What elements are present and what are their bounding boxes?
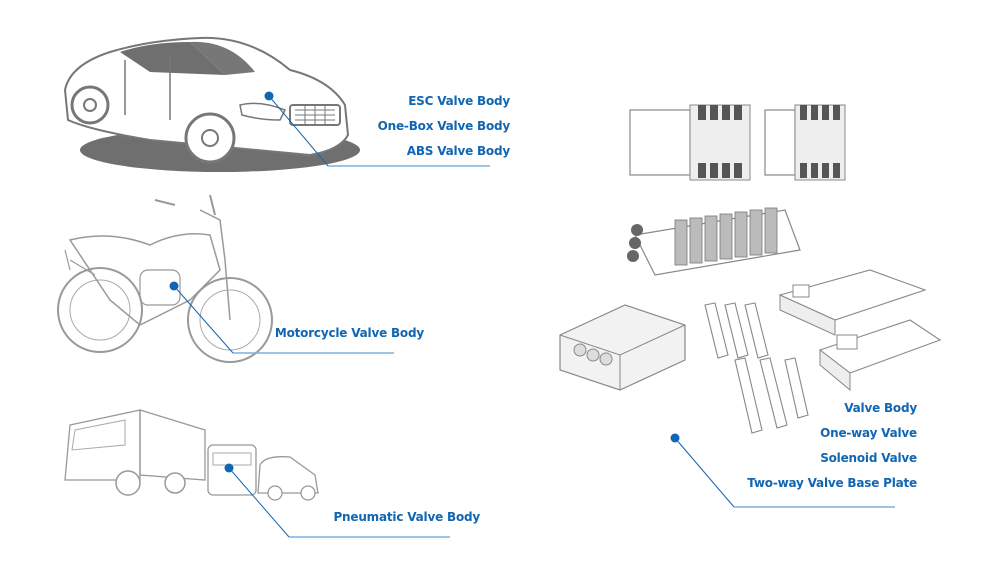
motorcycle-callout-dot — [169, 281, 179, 291]
industrial-callout-leader — [674, 437, 735, 508]
label-solenoid-valve: Solenoid Valve — [820, 451, 917, 465]
valve-block-illustration — [559, 304, 686, 391]
trucks-callout-leader — [228, 467, 290, 538]
car-callout-leader — [268, 95, 329, 167]
label-one-way-valve: One-way Valve — [820, 426, 917, 440]
trucks-callout-dot — [224, 463, 234, 473]
car-illustration — [63, 36, 360, 172]
industrial-callout-dot — [670, 433, 680, 443]
label-motorcycle-valve-body: Motorcycle Valve Body — [274, 326, 424, 340]
trucks-illustration — [64, 409, 319, 501]
label-one-box-valve-body: One-Box Valve Body — [377, 119, 511, 133]
valve-terminal-illustration — [778, 269, 942, 392]
label-two-way-valve-base-plate: Two-way Valve Base Plate — [747, 476, 917, 490]
label-esc-valve-body: ESC Valve Body — [408, 94, 510, 108]
label-abs-valve-body: ABS Valve Body — [406, 144, 510, 158]
label-pneumatic-valve-body: Pneumatic Valve Body — [333, 510, 480, 524]
motorcycle-callout-leader — [173, 285, 234, 354]
valve-manifold-illustration-middle — [627, 207, 801, 276]
solenoid-valves-illustration — [704, 302, 809, 434]
car-callout-dot — [264, 91, 274, 101]
label-valve-body: Valve Body — [844, 401, 917, 415]
valve-manifold-illustration-top — [629, 104, 846, 181]
